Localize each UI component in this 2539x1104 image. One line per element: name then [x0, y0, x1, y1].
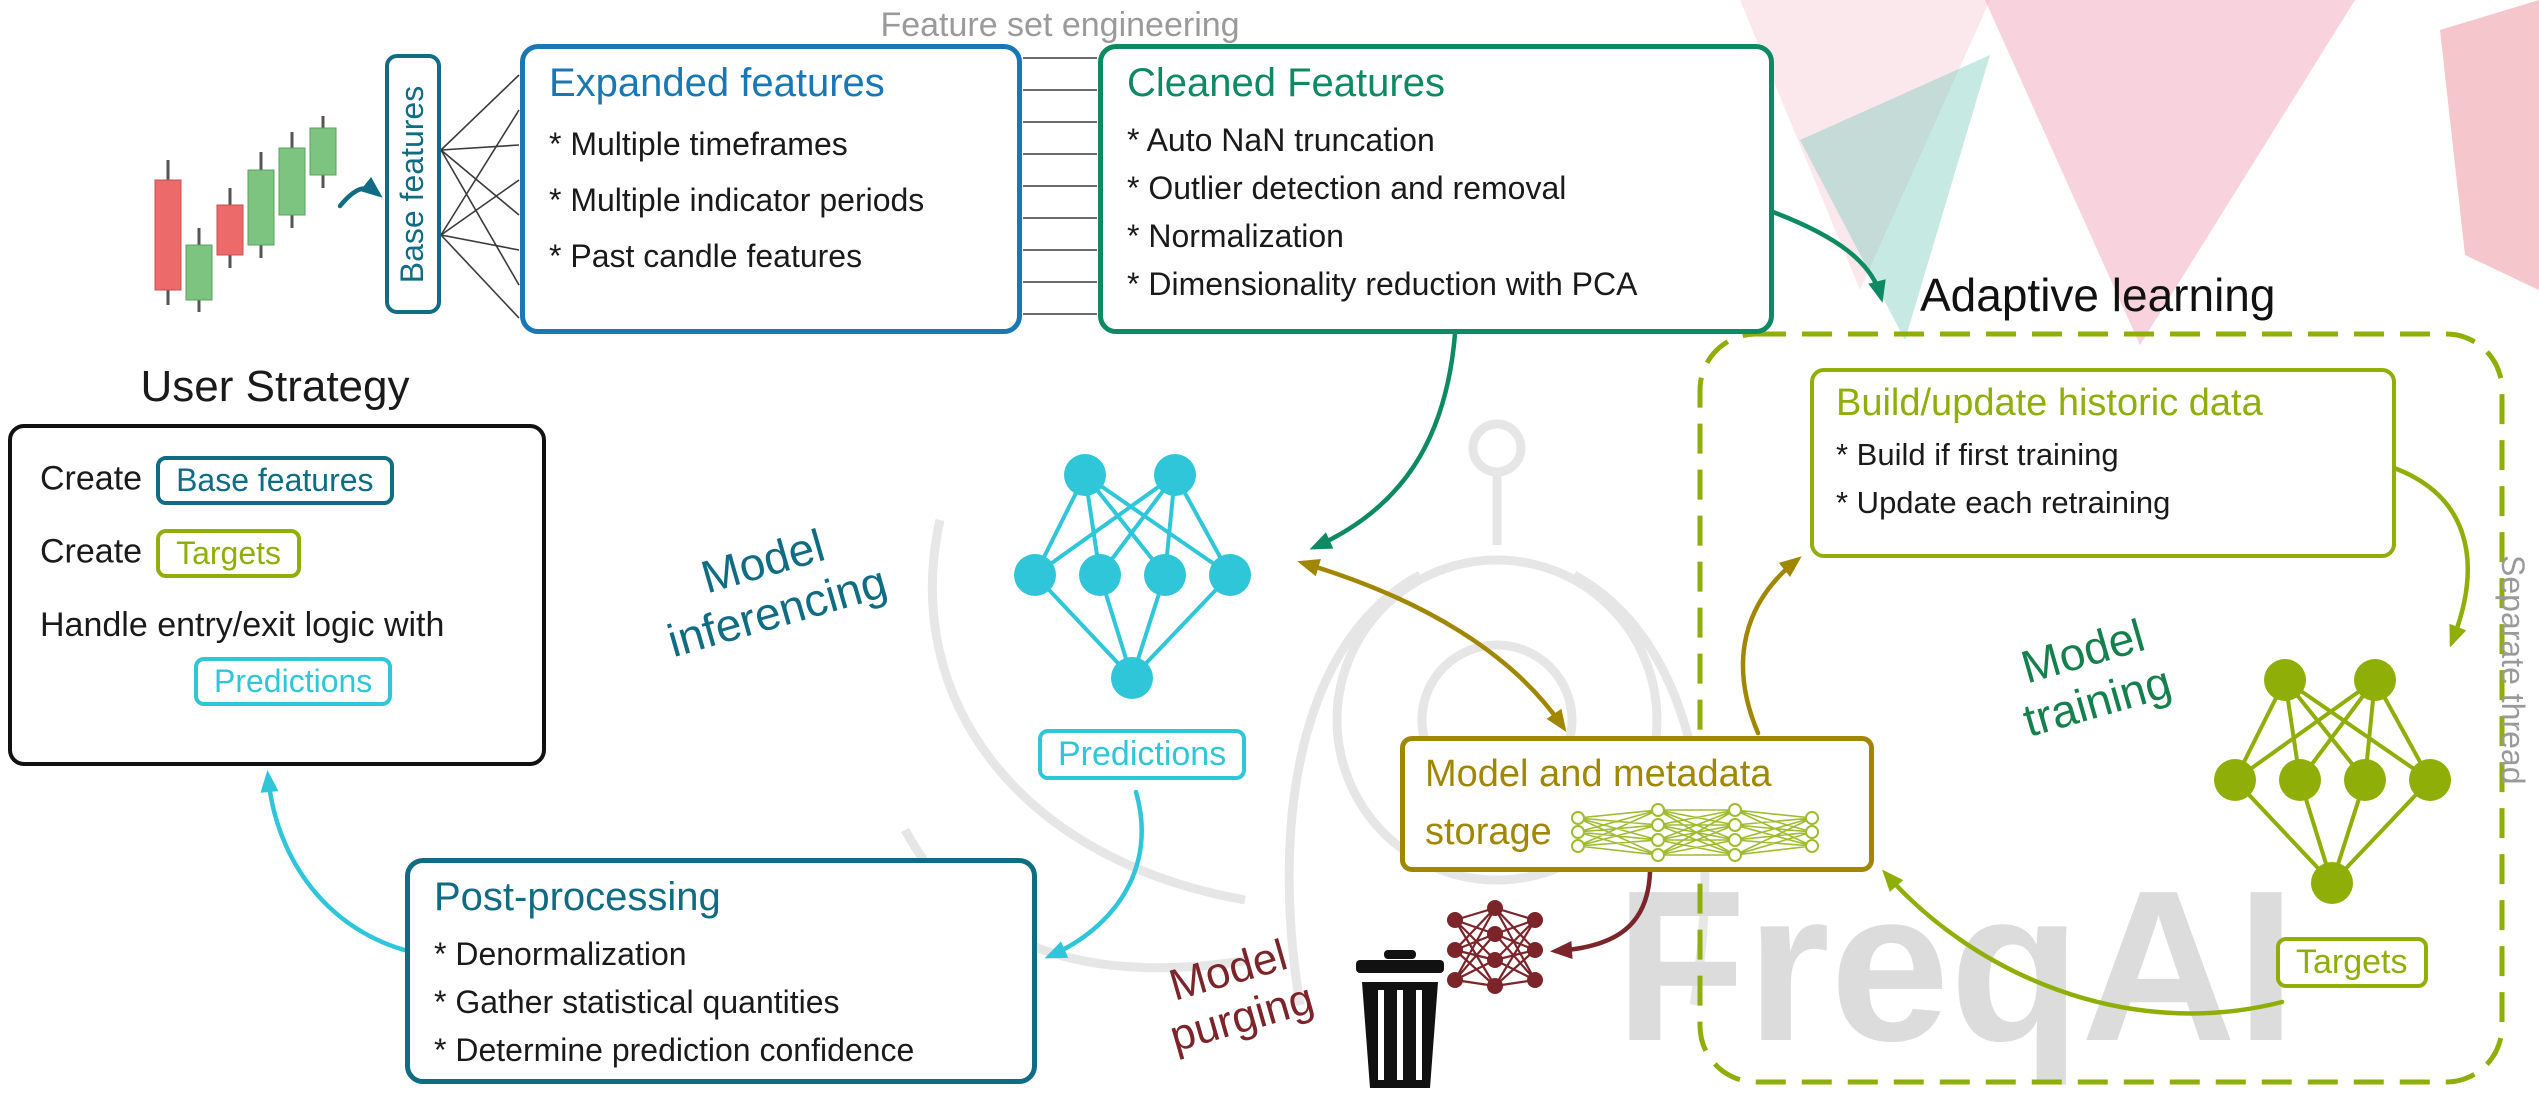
arrow-storage-to-build	[1740, 556, 1802, 736]
list-item: * Auto NaN truncation	[1127, 122, 1435, 158]
trash-icon	[1356, 950, 1444, 1088]
arrow-storage-to-purged-model	[1550, 869, 1653, 959]
inference-neural-network-icon	[1014, 454, 1251, 699]
build-update-box: Build/update historic data * Build if fi…	[1810, 368, 2396, 558]
training-neural-network-icon	[2214, 659, 2451, 904]
list-item: * Multiple indicator periods	[549, 182, 925, 218]
post-processing-box: Post-processing * Denormalization * Gath…	[405, 858, 1037, 1084]
list-item: * Dimensionality reduction with PCA	[1127, 266, 1638, 302]
arrow-cleaned-to-adaptive-learning	[1770, 209, 1886, 303]
predictions-chip: Predictions	[194, 657, 393, 706]
arrow-postprocessing-to-strategy	[260, 770, 415, 955]
expanded-to-cleaned-lines	[1023, 57, 1097, 315]
logo-shape-pink	[1985, 0, 2355, 345]
arrow-predictions-to-postprocessing	[1044, 789, 1144, 959]
expanded-features-box: Expanded features * Multiple timeframes …	[520, 44, 1022, 334]
base-features-box: Base features	[385, 54, 441, 314]
arrow-cleaned-to-model	[1309, 331, 1458, 550]
cleaned-features-box: Cleaned Features * Auto NaN truncation *…	[1098, 44, 1774, 334]
post-processing-list: * Denormalization * Gather statistical q…	[434, 930, 1008, 1074]
predictions-output-chip: Predictions	[1038, 729, 1247, 780]
post-processing-title: Post-processing	[434, 875, 721, 919]
cleaned-features-title: Cleaned Features	[1127, 61, 1445, 105]
list-item: * Denormalization	[434, 936, 687, 972]
list-item: * Outlier detection and removal	[1127, 170, 1567, 206]
build-update-title: Build/update historic data	[1836, 382, 2263, 424]
list-item: * Build if first training	[1836, 437, 2119, 472]
freqai-watermark-text: FreqAI	[1615, 845, 2296, 1086]
list-item: * Update each retraining	[1836, 485, 2171, 521]
purged-model-neural-network-icon	[1447, 900, 1543, 994]
adaptive-learning-title: Adaptive learning	[1920, 269, 2276, 321]
arrow-build-to-training-model	[2391, 465, 2470, 648]
logo-shape-red	[2440, 0, 2539, 290]
adaptive-learning-frame	[1697, 331, 2505, 1085]
arrow-targets-to-storage	[1882, 869, 2285, 1016]
base-features-chip: Base features	[156, 456, 394, 505]
handle-logic-row: Handle entry/exit logic with	[40, 606, 445, 644]
targets-output-chip: Targets	[2276, 937, 2428, 988]
storage-title-line2: storage	[1425, 810, 1552, 853]
logo-shape-pink-left	[1740, 0, 1990, 290]
base-to-expanded-fan-lines	[440, 74, 520, 319]
create-base-row: Create Base features	[40, 456, 514, 505]
logo-shape-teal	[1800, 55, 1990, 340]
feature-set-engineering-label: Feature set engineering	[880, 6, 1240, 44]
list-item: * Normalization	[1127, 218, 1344, 254]
expanded-features-title: Expanded features	[549, 61, 885, 105]
arrow-model-storage-bidirectional	[1297, 558, 1567, 732]
base-features-label: Base features	[394, 85, 431, 283]
create-label: Create	[40, 459, 143, 498]
separate-thread-label: Separate thread	[2495, 555, 2531, 785]
predictions-chip-row: Predictions	[40, 657, 514, 706]
storage-title-line1: Model and metadata	[1425, 753, 1772, 795]
expanded-features-list: * Multiple timeframes * Multiple indicat…	[549, 116, 993, 284]
cleaned-features-list: * Auto NaN truncation * Outlier detectio…	[1127, 116, 1745, 308]
stored-model-neural-network-icon	[1570, 803, 1819, 863]
list-item: * Past candle features	[549, 238, 863, 274]
build-update-list: * Build if first training * Update each …	[1836, 431, 2370, 527]
arrow-candles-to-base-features	[337, 176, 383, 209]
list-item: * Determine prediction confidence	[434, 1032, 915, 1068]
create-label: Create	[40, 532, 143, 571]
list-item: * Multiple timeframes	[549, 126, 848, 162]
create-targets-row: Create Targets	[40, 529, 514, 578]
candlestick-chart-icon	[154, 116, 337, 312]
targets-chip: Targets	[156, 529, 301, 578]
model-storage-box: Model and metadata storage	[1400, 736, 1874, 872]
user-strategy-title: User Strategy	[140, 362, 410, 411]
list-item: * Gather statistical quantities	[434, 984, 840, 1020]
